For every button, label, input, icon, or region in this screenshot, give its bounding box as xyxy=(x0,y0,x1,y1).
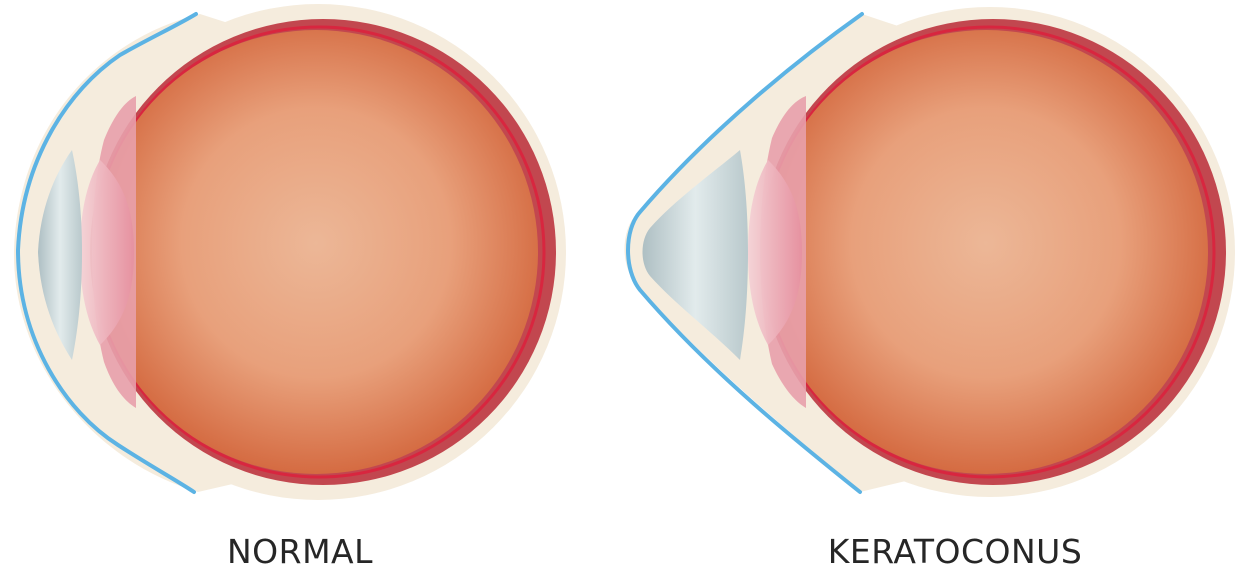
keratoconus-label: KERATOCONUS xyxy=(820,532,1090,572)
normal-label: NORMAL xyxy=(200,532,400,572)
normal-eye xyxy=(14,4,566,500)
vitreous-body xyxy=(94,30,538,474)
vitreous-body xyxy=(764,30,1208,474)
keratoconus-eye xyxy=(625,7,1236,497)
